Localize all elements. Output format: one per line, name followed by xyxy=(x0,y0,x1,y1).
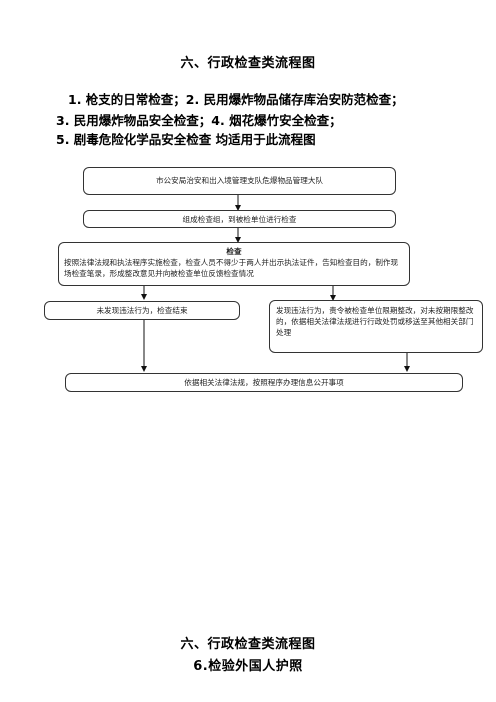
flow-box-start-label: 市公安局治安和出入境管理支队危爆物品管理大队 xyxy=(155,176,324,185)
flow-box-end-label: 依据相关法律法规，按照程序办理信息公开事项 xyxy=(184,378,344,387)
flow-box-violation: 发现违法行为，责令被检查单位限期整改，对未按期限整改的，依据相关法律法规进行行政… xyxy=(269,300,483,353)
scope-line-1: 1. 枪支的日常检查；2. 民用爆炸物品储存库治安防范检查； xyxy=(68,92,404,107)
flow-box-inspect-title: 检查 xyxy=(226,247,242,256)
flow-box-step2: 组成检查组，到被检单位进行检查 xyxy=(83,210,396,228)
flow-box-no-violation: 未发现违法行为，检查结束 xyxy=(44,301,240,320)
page-subtitle-2: 6.检验外国人护照 xyxy=(193,659,303,674)
flow-box-step2-label: 组成检查组，到被检单位进行检查 xyxy=(182,215,297,224)
page-title-2: 六、行政检查类流程图 xyxy=(180,637,316,652)
flow-box-end: 依据相关法律法规，按照程序办理信息公开事项 xyxy=(65,373,463,392)
flow-box-inspect: 检查 按照法律法规和执法程序实施检查，检查人员不得少于两人并出示执法证件，告知检… xyxy=(58,242,410,286)
flow-box-inspect-body: 按照法律法规和执法程序实施检查，检查人员不得少于两人并出示执法证件，告知检查目的… xyxy=(64,258,399,278)
scope-line-2: 3. 民用爆炸物品安全检查；4. 烟花爆竹安全检查； xyxy=(56,113,342,128)
flow-box-violation-label: 发现违法行为，责令被检查单位限期整改，对未按期限整改的，依据相关法律法规进行行政… xyxy=(276,306,474,337)
flow-box-no-violation-label: 未发现违法行为，检查结束 xyxy=(96,306,188,315)
flow-box-start: 市公安局治安和出入境管理支队危爆物品管理大队 xyxy=(83,167,396,195)
scope-line-3: 5. 剧毒危险化学品安全检查 均适用于此流程图 xyxy=(56,132,316,147)
page-title: 六、行政检查类流程图 xyxy=(180,56,316,71)
